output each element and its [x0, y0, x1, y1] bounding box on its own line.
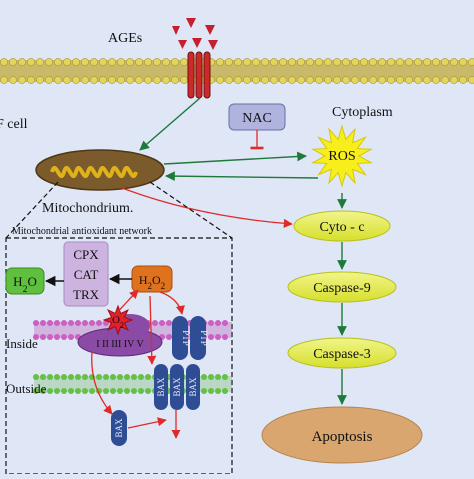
bax-monomer: BAX	[111, 410, 127, 446]
caspase3-label: Caspase-3	[313, 347, 371, 362]
outer-membrane	[33, 374, 232, 394]
complexes-label: I II III IV V	[96, 339, 144, 350]
cat-label: CAT	[74, 267, 99, 282]
cytoplasm-label: Cytoplasm	[332, 105, 393, 120]
network-title: Mitochondrial antioxidant network	[12, 226, 152, 237]
antioxidant-box	[63, 241, 109, 307]
bax-label-1: BAX	[156, 377, 166, 397]
nac-label: NAC	[242, 111, 272, 126]
ptp-label-2: PTP	[199, 330, 209, 346]
pathway-arrows	[121, 97, 347, 405]
ptp-label-1: PTP	[181, 330, 191, 346]
ptp-channel: PTP PTP	[172, 316, 209, 360]
h2o-box	[5, 267, 45, 295]
apoptosis-label: Apoptosis	[312, 429, 373, 445]
cyto-c-label: Cyto - c	[319, 220, 364, 235]
trx-label: TRX	[73, 287, 100, 302]
cyto-c-oval	[293, 210, 391, 242]
o2-label: O2	[112, 314, 124, 330]
inside-label: Inside	[6, 336, 38, 351]
cell-label: F cell	[0, 117, 28, 132]
bax-label-4: BAX	[114, 418, 124, 438]
apoptosis-oval	[261, 406, 423, 464]
superoxide-star	[102, 304, 134, 336]
mitochondrium-label: Mitochondrium.	[42, 201, 133, 216]
bax-label-2: BAX	[172, 377, 182, 397]
cpx-label: CPX	[73, 247, 99, 262]
mitochondrion	[35, 149, 165, 191]
outside-label: Outside	[6, 381, 47, 396]
ages-molecules	[172, 18, 218, 50]
ros-label: ROS	[328, 149, 355, 164]
h2o-label: H2O	[13, 274, 37, 295]
caspase3-oval	[287, 337, 397, 369]
bax-pore: BAX BAX BAX	[154, 364, 200, 410]
plasma-membrane	[0, 58, 474, 84]
mito-red-arrows	[91, 289, 185, 439]
ages-receptor	[187, 51, 211, 99]
bax-label-3: BAX	[188, 377, 198, 397]
mitochondria-zoom-panel	[5, 181, 233, 475]
ages-label: AGEs	[108, 31, 142, 46]
h2o2-label: H2O2	[139, 273, 165, 291]
caspase9-oval	[287, 271, 397, 303]
ros-star	[311, 124, 373, 188]
caspase9-label: Caspase-9	[313, 281, 371, 296]
